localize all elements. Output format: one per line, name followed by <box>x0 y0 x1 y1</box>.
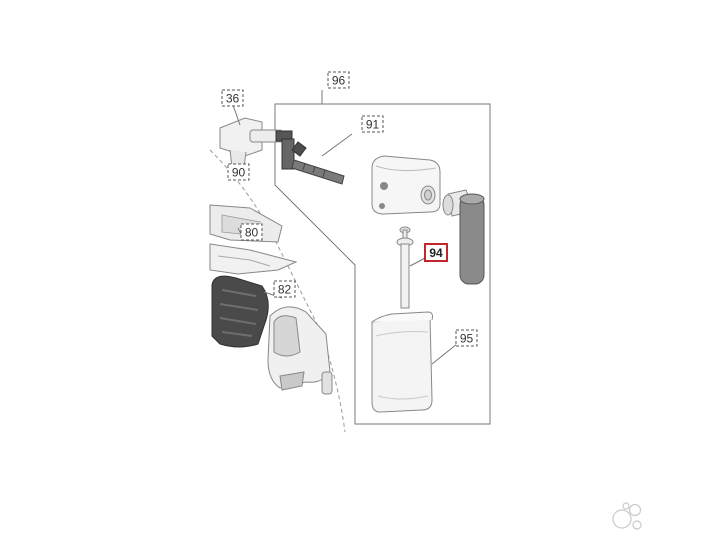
callout-94-label: 94 <box>429 246 443 260</box>
callout-80: 80 <box>240 223 263 241</box>
callout-90-label: 90 <box>232 166 246 180</box>
callout-95: 95 <box>455 329 478 347</box>
callout-96: 96 <box>327 71 350 89</box>
part-94-rod <box>396 226 428 309</box>
callout-82: 82 <box>273 280 296 298</box>
avito-logo-icon <box>612 502 642 530</box>
callout-94-highlighted: 94 <box>424 243 448 262</box>
part-95-tank <box>371 311 463 413</box>
tank-lid <box>371 155 441 215</box>
callout-36: 36 <box>221 89 244 107</box>
callout-95-label: 95 <box>460 332 474 346</box>
callout-80-label: 80 <box>245 226 259 240</box>
callout-36-label: 36 <box>226 92 240 106</box>
group-96-outline <box>274 90 491 425</box>
left-housing <box>209 204 333 395</box>
callout-91: 91 <box>361 115 384 133</box>
callout-82-label: 82 <box>278 283 292 297</box>
callout-91-label: 91 <box>366 118 380 132</box>
section-break-line <box>209 149 346 433</box>
avito-watermark <box>612 502 642 530</box>
elbow-hose <box>442 189 485 285</box>
part-91-probe <box>275 130 353 185</box>
part-36-fitting <box>219 104 284 179</box>
callout-96-label: 96 <box>332 74 346 88</box>
callout-90: 90 <box>227 163 250 181</box>
